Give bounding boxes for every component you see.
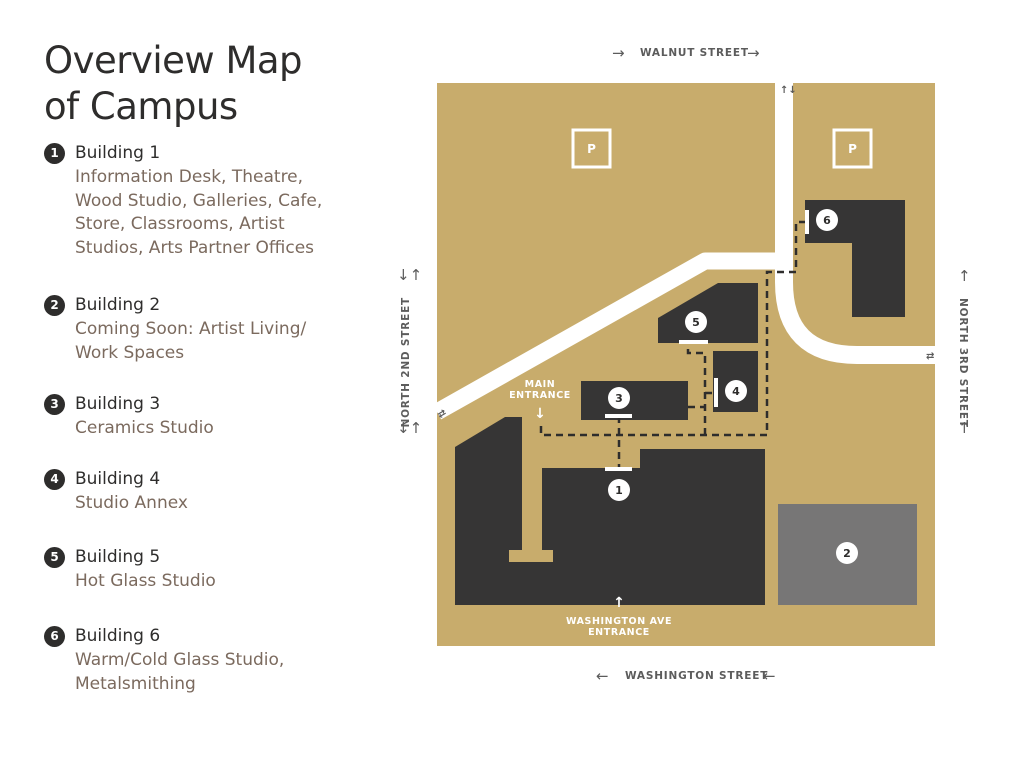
building-1-footprint[interactable] (455, 417, 765, 605)
parking-lot-west: P (571, 128, 612, 169)
building-1-door (605, 467, 632, 471)
building-5-number-badge: 5 (44, 547, 65, 568)
street-label-walnut: WALNUT STREET (640, 47, 749, 59)
main-entrance-label: ENTRANCE (509, 390, 571, 401)
building-3-footprint[interactable] (581, 381, 688, 420)
building-6-marker[interactable] (816, 209, 838, 231)
legend-item-name: Building 1 (75, 143, 161, 163)
building-4-marker-label: 4 (732, 385, 740, 398)
building-6-number-badge: 6 (44, 626, 65, 647)
street-label-washington: WASHINGTON STREET (625, 670, 769, 682)
parking-icon (571, 128, 612, 169)
parking-lot-east: P (832, 128, 873, 169)
building-3-door (605, 414, 632, 418)
campus-roads (432, 83, 935, 420)
arrow-up-icon: ↑ (613, 595, 625, 611)
two-way-arrow-icon: ↓↑ (397, 266, 423, 284)
arrow-right-icon: → (612, 44, 625, 62)
washington-entrance-label: ENTRANCE (588, 627, 650, 638)
parking-icon (832, 128, 873, 169)
legend-item-description: Hot Glass Studio (75, 571, 216, 591)
legend-item-description: Information Desk, Theatre, Wood Studio, … (75, 167, 323, 258)
building-3-marker[interactable] (608, 387, 630, 409)
building-1-marker-label: 1 (615, 484, 623, 497)
walkway-path (539, 220, 808, 437)
legend-item-name: Building 6 (75, 626, 161, 646)
diagonal-road (432, 252, 784, 420)
arrow-left-icon: ← (763, 667, 776, 685)
building-2-marker-label: 2 (843, 547, 851, 560)
arrow-up-icon: ↑ (958, 267, 971, 285)
main-entrance-label: MAIN (525, 379, 556, 390)
washington-entrance-label: WASHINGTON AVE (566, 616, 672, 627)
parking-label: P (587, 142, 596, 156)
building-1-marker[interactable] (608, 479, 630, 501)
legend-item-name: Building 2 (75, 295, 161, 315)
building-2-number-badge: 2 (44, 295, 65, 316)
building-1-number-badge: 1 (44, 143, 65, 164)
building-3-number-badge: 3 (44, 394, 65, 415)
building-markers: 1 2 3 4 5 6 (608, 209, 858, 564)
legend-item-description: Warm/Cold Glass Studio, Metalsmithing (75, 650, 285, 694)
pedestrian-walkway (539, 220, 808, 470)
two-way-arrow-icon: ↑↓ (780, 85, 797, 96)
building-5-footprint[interactable] (658, 283, 758, 343)
building-entrances (605, 210, 809, 471)
legend-item-description: Coming Soon: Artist Living/ Work Spaces (75, 319, 307, 363)
arrow-left-icon: ← (596, 667, 609, 685)
building-3-marker-label: 3 (615, 392, 623, 405)
legend-item-name: Building 4 (75, 469, 161, 489)
legend-item-name: Building 5 (75, 547, 161, 567)
building-4-door (714, 378, 718, 407)
building-6-marker-label: 6 (823, 214, 831, 227)
legend-item-name: Building 3 (75, 394, 161, 414)
building-6-door (805, 210, 809, 234)
building-5-marker-label: 5 (692, 316, 700, 329)
building-4-number-badge: 4 (44, 469, 65, 490)
two-way-arrow-icon: ↓↑ (397, 419, 423, 437)
parking-label: P (848, 142, 857, 156)
building-2-marker[interactable] (836, 542, 858, 564)
street-label-north-3rd: NORTH 3RD STREET (957, 298, 969, 428)
legend-item-description: Ceramics Studio (75, 418, 214, 438)
building-5-marker[interactable] (685, 311, 707, 333)
arrow-up-icon: ↑ (958, 419, 971, 437)
arrow-down-icon: ↓ (534, 406, 546, 422)
two-way-arrow-icon: ⇄ (926, 351, 934, 362)
east-road (775, 83, 935, 364)
legend-item-description: Studio Annex (75, 493, 188, 513)
building-5-door (679, 340, 708, 344)
building-4-marker[interactable] (725, 380, 747, 402)
arrow-right-icon: → (747, 44, 760, 62)
